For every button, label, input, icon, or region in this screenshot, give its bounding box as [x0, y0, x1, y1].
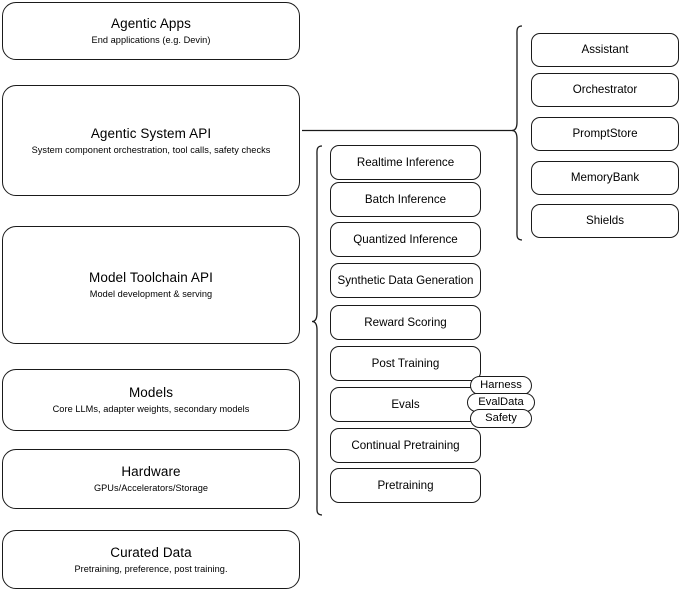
capability-chip-realtime-inference[interactable]: Realtime Inference [330, 145, 481, 180]
capability-label: Evals [391, 397, 420, 411]
component-chip-promptstore[interactable]: PromptStore [531, 117, 679, 151]
layer-subtitle: Model development & serving [89, 289, 213, 299]
eval-badge-label: EvalData [478, 396, 524, 408]
brace-system-components [511, 25, 523, 241]
eval-badge-evaldata[interactable]: EvalData [467, 393, 535, 412]
layer-block-hardware[interactable]: Hardware GPUs/Accelerators/Storage [2, 449, 300, 509]
capability-chip-post-training[interactable]: Post Training [330, 346, 481, 381]
component-chip-assistant[interactable]: Assistant [531, 33, 679, 67]
eval-badge-label: Harness [480, 379, 522, 391]
layer-title: Agentic Apps [110, 16, 191, 31]
layer-block-curated-data[interactable]: Curated Data Pretraining, preference, po… [2, 530, 300, 589]
layer-subtitle: Core LLMs, adapter weights, secondary mo… [52, 404, 250, 414]
layer-title: Agentic System API [90, 125, 212, 141]
layer-title: Model Toolchain API [89, 270, 213, 285]
capability-chip-quantized-inference[interactable]: Quantized Inference [330, 222, 481, 257]
capability-chip-batch-inference[interactable]: Batch Inference [330, 182, 481, 217]
layer-block-agentic-system-api[interactable]: Agentic System API System component orch… [2, 85, 300, 196]
layer-subtitle: End applications (e.g. Devin) [91, 35, 211, 45]
capability-label: Reward Scoring [364, 315, 447, 329]
capability-label: Pretraining [377, 478, 434, 492]
capability-label: Batch Inference [364, 192, 447, 206]
component-label: Assistant [581, 43, 629, 56]
component-chip-shields[interactable]: Shields [531, 204, 679, 238]
component-chip-memorybank[interactable]: MemoryBank [531, 161, 679, 195]
capability-chip-continual-pretraining[interactable]: Continual Pretraining [330, 428, 481, 463]
component-label: MemoryBank [570, 171, 640, 184]
layer-title: Curated Data [110, 544, 192, 560]
layer-subtitle: GPUs/Accelerators/Storage [93, 483, 209, 493]
capability-label: Continual Pretraining [351, 438, 460, 452]
component-label: Orchestrator [572, 83, 638, 96]
capability-chip-synthetic-data-generation[interactable]: Synthetic Data Generation [330, 263, 481, 298]
capability-label: Realtime Inference [356, 155, 455, 169]
capability-chip-pretraining[interactable]: Pretraining [330, 468, 481, 503]
layer-block-model-toolchain-api[interactable]: Model Toolchain API Model development & … [2, 226, 300, 344]
capability-label: Synthetic Data Generation [337, 273, 474, 287]
eval-badge-label: Safety [485, 412, 517, 424]
layer-title: Models [128, 385, 174, 400]
layer-subtitle: System component orchestration, tool cal… [31, 144, 271, 155]
capability-chip-evals[interactable]: Evals [330, 387, 481, 422]
layer-block-models[interactable]: Models Core LLMs, adapter weights, secon… [2, 369, 300, 431]
layer-block-agentic-apps[interactable]: Agentic Apps End applications (e.g. Devi… [2, 2, 300, 60]
component-label: Shields [585, 214, 625, 227]
layer-title: Hardware [121, 464, 181, 479]
capability-label: Quantized Inference [353, 232, 458, 246]
layer-subtitle: Pretraining, preference, post training. [74, 563, 228, 574]
component-label: PromptStore [572, 127, 638, 140]
brace-toolchain-capabilities [311, 145, 323, 516]
eval-badge-safety[interactable]: Safety [470, 409, 532, 428]
capability-chip-reward-scoring[interactable]: Reward Scoring [330, 305, 481, 340]
component-chip-orchestrator[interactable]: Orchestrator [531, 73, 679, 107]
capability-label: Post Training [371, 356, 440, 370]
